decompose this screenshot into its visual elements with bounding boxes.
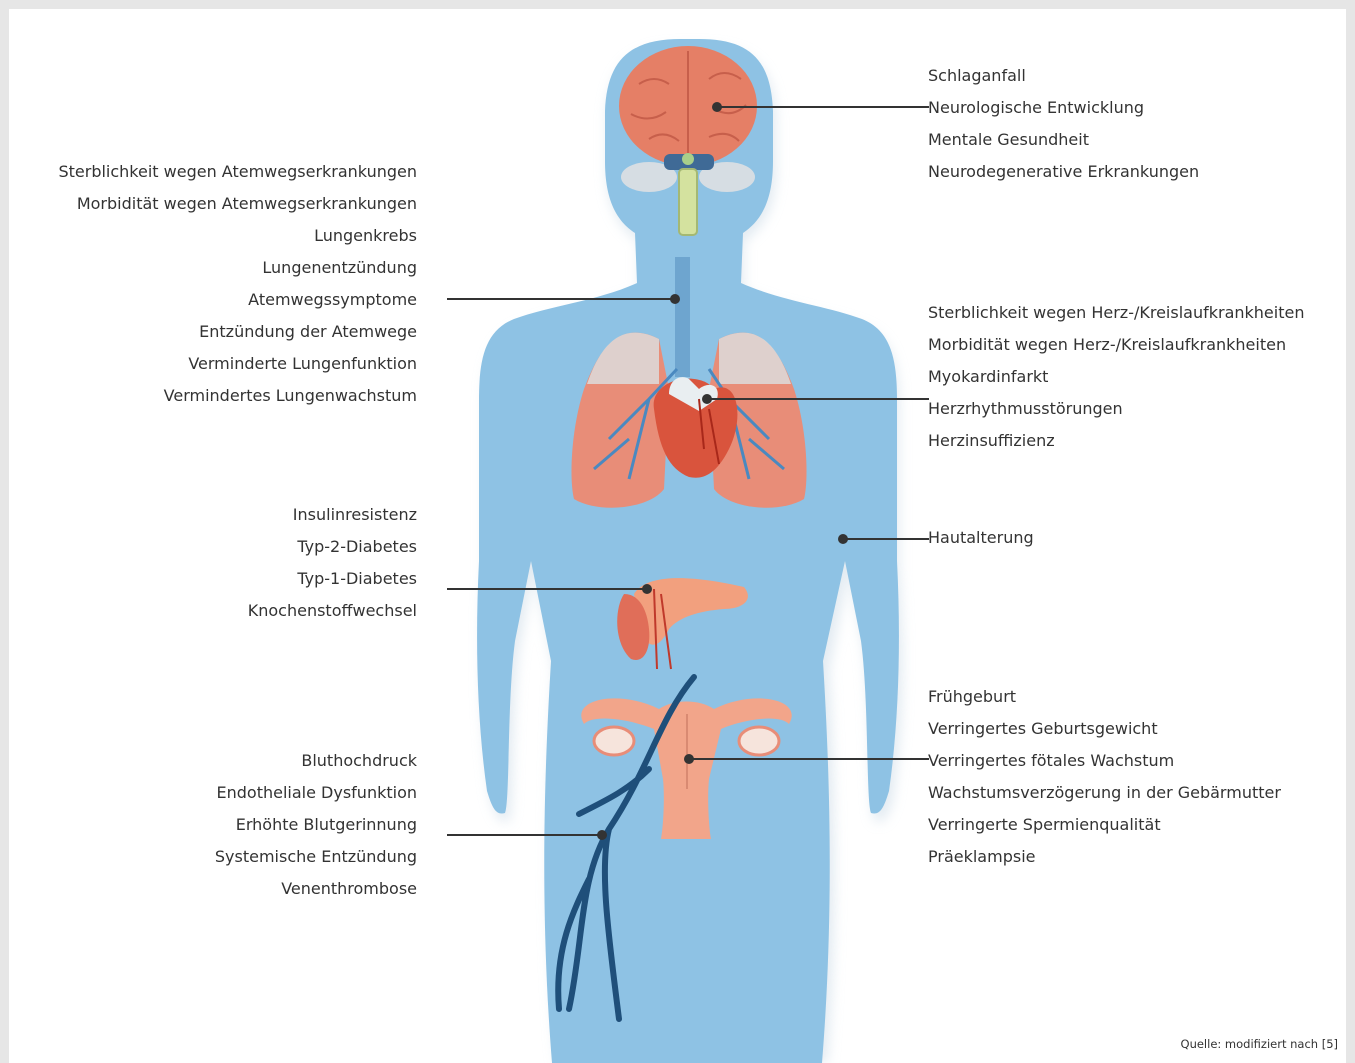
effect-label: Lungenentzündung [58, 252, 417, 284]
skin-effects-list: Hautalterung [928, 522, 1034, 554]
trachea [675, 257, 690, 377]
effect-label: Venenthrombose [215, 873, 417, 905]
effect-label: Morbidität wegen Herz-/Kreislaufkrankhei… [928, 329, 1304, 361]
effect-label: Systemische Entzündung [215, 841, 417, 873]
effect-label: Myokardinfarkt [928, 361, 1304, 393]
effect-label: Hautalterung [928, 522, 1034, 554]
effect-label: Präeklampsie [928, 841, 1281, 873]
source-note: Quelle: modifiziert nach [5] [1181, 1037, 1338, 1051]
effect-label: Knochenstoffwechsel [248, 595, 417, 627]
effect-label: Atemwegssymptome [58, 284, 417, 316]
effect-label: Verminderte Lungenfunktion [58, 348, 417, 380]
effect-label: Insulinresistenz [248, 499, 417, 531]
effect-label: Sterblichkeit wegen Atemwegserkrankungen [58, 156, 417, 188]
effect-label: Typ-1-Diabetes [248, 563, 417, 595]
effect-label: Typ-2-Diabetes [248, 531, 417, 563]
effect-label: Wachstumsverzögerung in der Gebärmutter [928, 777, 1281, 809]
effect-label: Verringertes Geburtsgewicht [928, 713, 1281, 745]
effect-label: Herzrhythmusstörungen [928, 393, 1304, 425]
airway-effects-list: Sterblichkeit wegen Atemwegserkrankungen… [58, 156, 417, 412]
effect-label: Verringerte Spermienqualität [928, 809, 1281, 841]
effect-label: Neurologische Entwicklung [928, 92, 1199, 124]
effect-label: Sterblichkeit wegen Herz-/Kreislaufkrank… [928, 297, 1304, 329]
effect-label: Frühgeburt [928, 681, 1281, 713]
effect-label: Herzinsuffizienz [928, 425, 1304, 457]
vessel-effects-list: Bluthochdruck Endotheliale Dysfunktion E… [215, 745, 417, 905]
effect-label: Vermindertes Lungenwachstum [58, 380, 417, 412]
effect-label: Lungenkrebs [58, 220, 417, 252]
effect-label: Entzündung der Atemwege [58, 316, 417, 348]
effect-label: Mentale Gesundheit [928, 124, 1199, 156]
reproductive-effects-list: Frühgeburt Verringertes Geburtsgewicht V… [928, 681, 1281, 873]
pancreas-effects-list: Insulinresistenz Typ-2-Diabetes Typ-1-Di… [248, 499, 417, 627]
effect-label: Schlaganfall [928, 60, 1199, 92]
effect-label: Bluthochdruck [215, 745, 417, 777]
effect-label: Erhöhte Blutgerinnung [215, 809, 417, 841]
effect-label: Verringertes fötales Wachstum [928, 745, 1281, 777]
heart-effects-list: Sterblichkeit wegen Herz-/Kreislaufkrank… [928, 297, 1304, 457]
brain-effects-list: Schlaganfall Neurologische Entwicklung M… [928, 60, 1199, 188]
effect-label: Neurodegenerative Erkrankungen [928, 156, 1199, 188]
effect-label: Endotheliale Dysfunktion [215, 777, 417, 809]
effect-label: Morbidität wegen Atemwegserkrankungen [58, 188, 417, 220]
diagram-panel: Schlaganfall Neurologische Entwicklung M… [9, 9, 1346, 1063]
